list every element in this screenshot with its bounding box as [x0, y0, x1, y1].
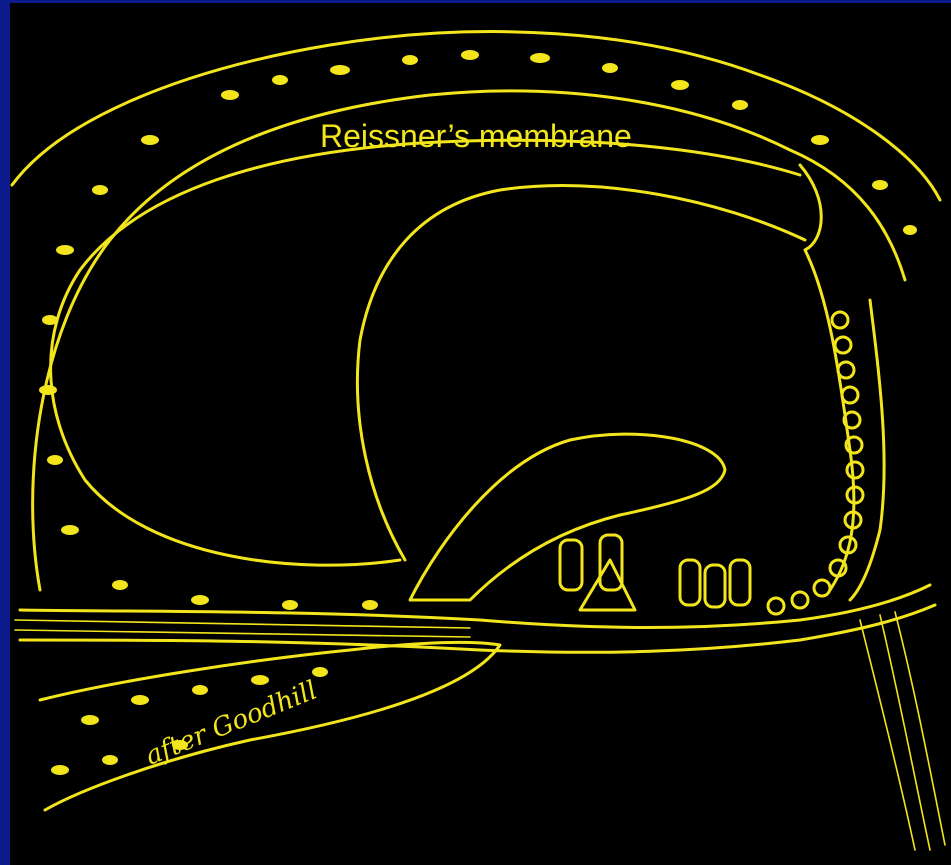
nerve-fibre-3 [895, 612, 945, 845]
signature: after Goodhill [141, 675, 321, 771]
tectorial-membrane [410, 434, 725, 600]
lateral-wall [850, 300, 884, 600]
reissners-membrane-label: Reissner’s membrane [320, 118, 632, 155]
nerve-fibre-4 [15, 620, 470, 628]
inner-bony-wall [33, 91, 905, 590]
stria-cells [768, 312, 863, 614]
scala-vestibuli-outline [51, 140, 800, 565]
reissners-membrane [357, 186, 805, 560]
organ-of-corti [560, 535, 750, 610]
nerve-fibre-5 [15, 630, 470, 637]
spiral-lamina [40, 642, 500, 810]
